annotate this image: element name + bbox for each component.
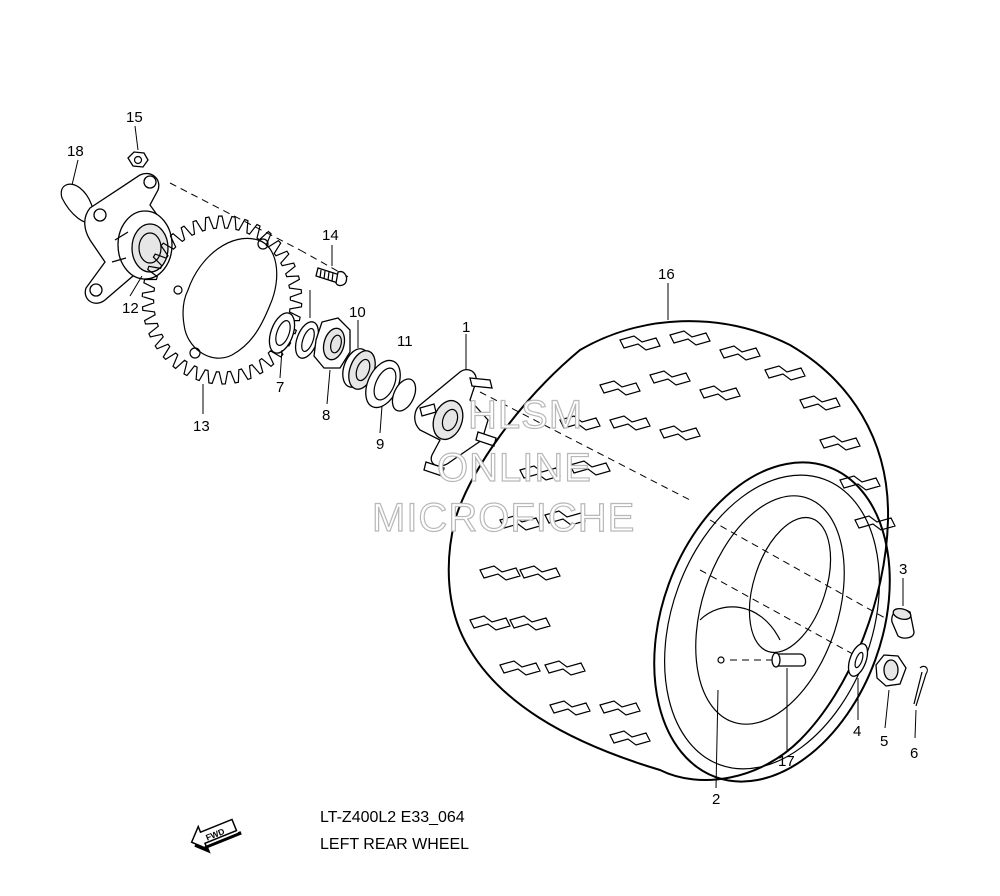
callout-11: 11 <box>397 333 413 350</box>
callout-13: 13 <box>193 418 210 435</box>
watermark: HLSM ONLINE MICROFICHE <box>371 392 635 540</box>
callout-8: 8 <box>322 407 330 424</box>
model-code: LT-Z400L2 E33_064 <box>320 809 465 826</box>
watermark-line-2: ONLINE <box>437 446 592 490</box>
callout-1: 1 <box>462 319 470 336</box>
watermark-line-1: HLSM <box>468 393 583 437</box>
washer-part-7[interactable] <box>264 310 299 357</box>
rear-sprocket-part-13[interactable] <box>141 215 303 385</box>
callout-3: 3 <box>899 561 907 578</box>
callout-leaders <box>71 125 917 789</box>
sprocket-hub-part-12[interactable] <box>60 172 173 304</box>
callout-6: 6 <box>910 745 918 762</box>
callout-7: 7 <box>276 379 284 396</box>
callout-5: 5 <box>880 733 888 750</box>
callout-4: 4 <box>853 723 861 740</box>
castle-nut-part-5[interactable] <box>875 654 907 687</box>
valve-part-17[interactable] <box>717 652 807 668</box>
oil-seal-part-9[interactable] <box>359 355 407 413</box>
wheel-hub-part-1[interactable] <box>414 368 497 477</box>
callout-10: 10 <box>349 304 366 321</box>
sprocket-bolt-part-14[interactable] <box>315 267 348 287</box>
callout-2: 2 <box>712 791 720 808</box>
callout-9: 9 <box>376 436 384 453</box>
callout-12: 12 <box>122 300 139 317</box>
fwd-arrow-icon: FWD <box>190 818 242 854</box>
callout-18: 18 <box>67 143 84 160</box>
callout-numbers: 1 2 3 4 5 6 7 8 9 10 11 12 13 14 15 16 1… <box>67 109 918 808</box>
callout-14: 14 <box>322 227 339 244</box>
hub-nut-part-15[interactable] <box>127 151 149 168</box>
washer-part-11[interactable] <box>388 375 420 414</box>
callout-16: 16 <box>658 266 675 283</box>
cotter-pin-part-6[interactable] <box>913 665 928 707</box>
watermark-line-3: MICROFICHE <box>372 496 635 540</box>
spacer-part-3[interactable] <box>891 607 915 639</box>
diagram-title: LEFT REAR WHEEL <box>320 836 469 853</box>
lock-nut-part-8[interactable] <box>313 317 351 369</box>
washer-part-4[interactable] <box>845 641 872 678</box>
callout-17: 17 <box>778 753 795 770</box>
callout-15: 15 <box>126 109 143 126</box>
